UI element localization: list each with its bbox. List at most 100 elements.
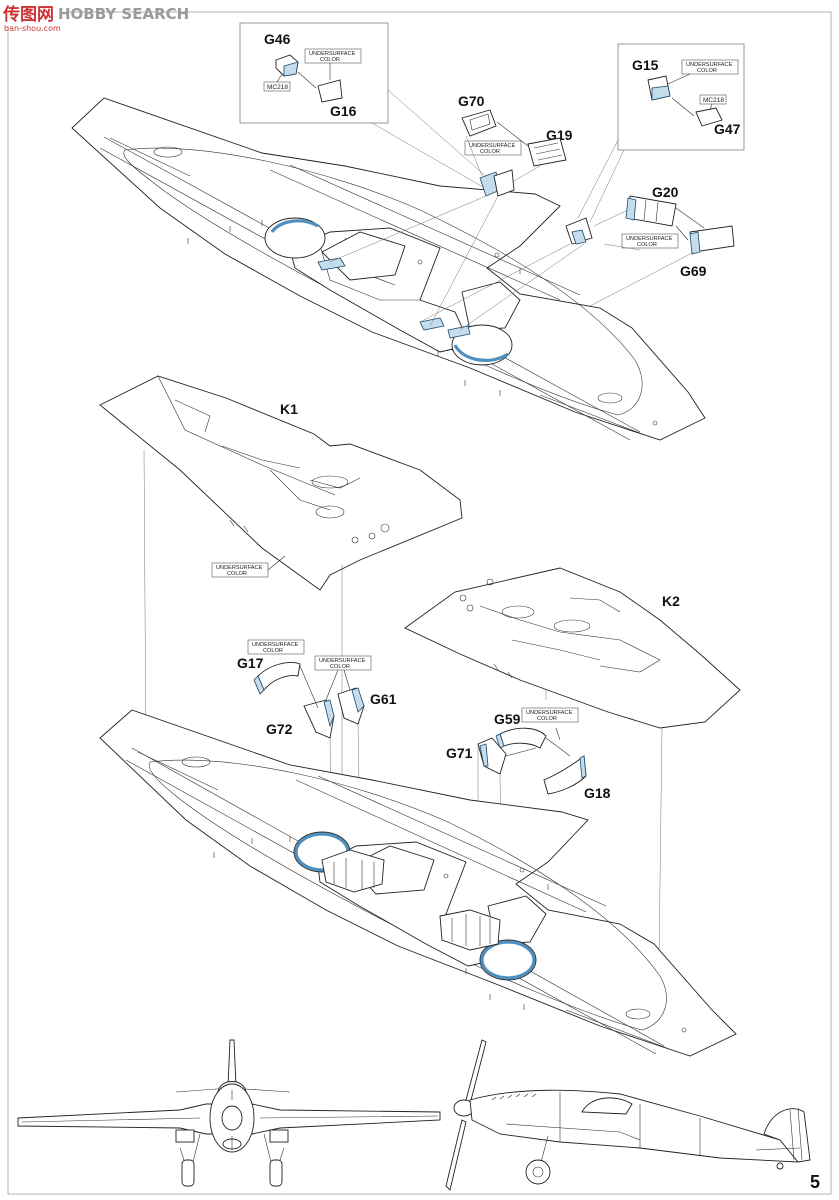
watermark-logo-text: 传图网 — [2, 4, 54, 25]
part-g72-blue — [323, 699, 335, 728]
part-g70-installed — [493, 169, 515, 197]
note-mc218-1: MC218 — [267, 84, 288, 91]
part-g61-blue — [351, 687, 365, 713]
note-undersurface-7b: COLOR — [330, 664, 350, 670]
part-label-g18: G18 — [584, 785, 611, 801]
note-undersurface-5a: UNDERSURFACE — [216, 565, 263, 571]
front-view-radiator-right — [269, 1129, 289, 1143]
upper-wing-detail-1 — [109, 137, 191, 177]
inset-right-pointer-b — [589, 149, 625, 223]
part-g15-blue — [651, 85, 671, 101]
part-g69-blue — [689, 231, 701, 255]
lower-wing-blister-2 — [625, 1008, 651, 1020]
lower-wing-assembly — [99, 709, 737, 1057]
note-undersurface-box-7 — [314, 655, 372, 671]
note-undersurface-4b: COLOR — [637, 242, 657, 248]
front-view-wheel-right — [269, 1159, 283, 1187]
k1-blister-2 — [315, 505, 345, 519]
upper-wing-spar-4 — [289, 164, 581, 296]
part-label-g72: G72 — [266, 721, 293, 737]
upper-wing-assembly — [71, 97, 706, 441]
upper-wing-wheel-well-left-ring — [270, 219, 319, 233]
side-view-wing — [505, 1123, 641, 1141]
part-g47-shape — [695, 107, 723, 127]
k2-blister-2 — [553, 619, 591, 633]
part-label-g17: G17 — [237, 655, 264, 671]
part-label-g59: G59 — [494, 711, 521, 727]
lower-wing-studs — [213, 836, 687, 1033]
k2-blister-1 — [501, 605, 535, 619]
part-label-g69: G69 — [680, 263, 707, 279]
part-g18-shape — [543, 755, 587, 795]
front-view-wheel-left — [181, 1159, 195, 1187]
part-g16-shape — [317, 79, 343, 103]
part-label-g70: G70 — [458, 93, 485, 109]
side-view-prop-blade-down — [445, 1119, 467, 1191]
k2-outline — [404, 567, 741, 729]
upper-wing-panel — [123, 147, 643, 416]
parts-g20-g69: G20 UNDERSURFACE COLOR G69 — [419, 184, 735, 331]
note-undersurface-8b: COLOR — [537, 716, 557, 722]
part-label-g61: G61 — [370, 691, 397, 707]
note-undersurface-7a: UNDERSURFACE — [319, 658, 366, 664]
lower-wing-wheel-well-right-ring — [480, 940, 536, 980]
front-view-gear-leg-left — [191, 1133, 201, 1167]
watermark-url: ban-shou.com — [4, 24, 61, 33]
parts-g17-g61-g72: UNDERSURFACE COLOR G17 UNDERSURFACE COLO… — [237, 639, 397, 849]
note-undersurface-4a: UNDERSURFACE — [626, 236, 673, 242]
watermark: 传图网 ban-shou.com HOBBY SEARCH — [2, 2, 189, 33]
part-label-g20: G20 — [652, 184, 679, 200]
lower-wing-blister-1 — [181, 756, 211, 768]
wing-panel-k2: K2 — [404, 567, 741, 729]
front-view-spinner — [221, 1105, 243, 1131]
note-undersurface-3a: UNDERSURFACE — [686, 62, 733, 68]
part-label-g46: G46 — [264, 31, 291, 47]
upper-wing-insert-3 — [447, 325, 471, 339]
parts-g59-g71-g18: G59 UNDERSURFACE COLOR G71 G18 — [446, 707, 611, 946]
note-undersurface-2b: COLOR — [480, 149, 500, 155]
upper-wing-spar-3 — [269, 169, 561, 301]
side-view-canopy — [581, 1097, 633, 1115]
note-undersurface-box-4 — [621, 233, 679, 249]
upper-wing-wheel-well-right-ring — [453, 344, 509, 362]
front-view-aircraft — [17, 1039, 441, 1187]
note-undersurface-6b: COLOR — [263, 648, 283, 654]
note-undersurface-8a: UNDERSURFACE — [526, 710, 573, 716]
note-undersurface-5b: COLOR — [227, 571, 247, 577]
part-g70-shape — [461, 109, 497, 137]
part-g71-blue — [479, 743, 489, 767]
part-g69-installed — [571, 229, 587, 245]
upper-wing-insert-1 — [317, 257, 346, 271]
arrow-g70-g19 — [496, 121, 529, 147]
inset-box-left — [239, 22, 389, 124]
wing-panel-k1: K1 UNDERSURFACE COLOR — [99, 375, 463, 591]
part-g18-blue — [579, 755, 587, 779]
watermark-brand: HOBBY SEARCH — [58, 5, 189, 23]
upper-wing-blister-1 — [153, 146, 183, 158]
part-label-g15: G15 — [632, 57, 659, 73]
note-undersurface-box-1 — [304, 48, 362, 64]
part-label-k2: K2 — [662, 593, 680, 609]
upper-wing-blister-2 — [597, 392, 623, 404]
watermark-logo-icon: 传图网 ban-shou.com — [2, 2, 68, 33]
k1-drop-line — [143, 449, 147, 763]
parts-g70-g19: G70 G19 UNDERSURFACE COLOR — [329, 93, 573, 327]
side-view-exhausts — [491, 1093, 537, 1101]
note-undersurface-box-3 — [681, 59, 739, 75]
part-g20-blue — [625, 197, 637, 221]
side-view-prop-blade-up — [465, 1039, 487, 1105]
part-label-g16: G16 — [330, 103, 357, 119]
side-view-tail-wheel — [776, 1162, 784, 1170]
note-mc218-box-2 — [699, 94, 727, 105]
lower-wing-wheel-well-right — [479, 939, 537, 981]
note-undersurface-2a: UNDERSURFACE — [469, 143, 516, 149]
part-g17-blue — [253, 675, 265, 695]
part-g46-blue — [283, 61, 299, 77]
front-view-radiator-left — [175, 1129, 195, 1143]
note-undersurface-box-8 — [521, 707, 579, 723]
inset-g46-g16: G46 MC218 UNDERSURFACE COLOR G16 — [239, 22, 389, 124]
inset-g15-g47: G15 UNDERSURFACE COLOR MC218 G47 — [617, 43, 745, 151]
page-number: 5 — [810, 1172, 820, 1192]
part-label-g71: G71 — [446, 745, 473, 761]
